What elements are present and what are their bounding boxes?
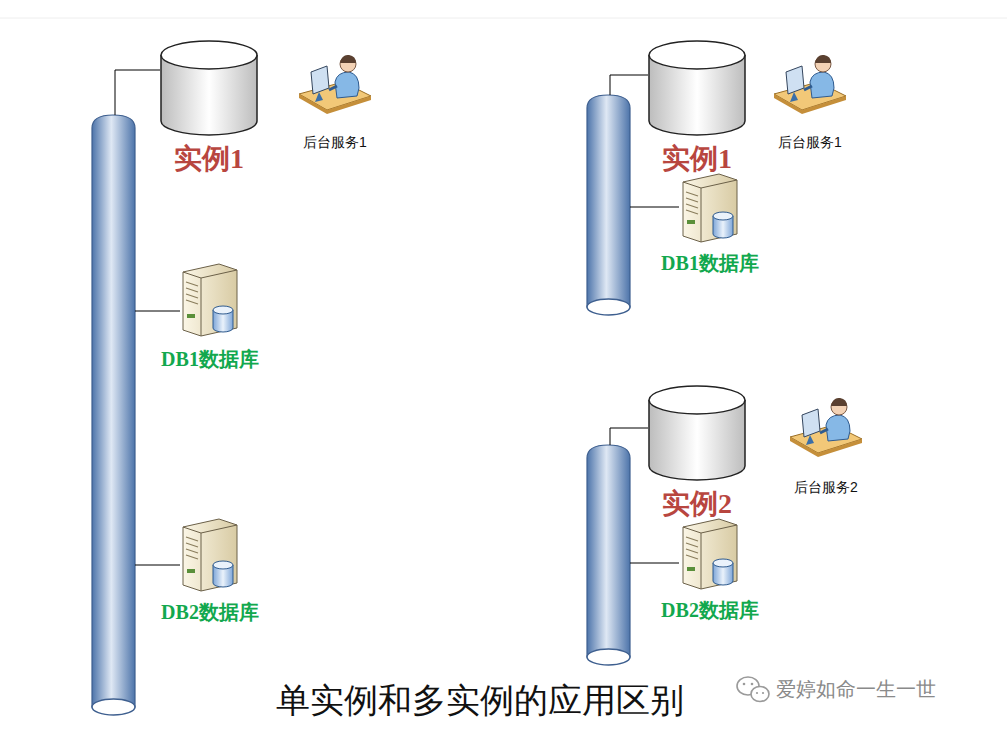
link-line	[135, 311, 180, 312]
database-label: DB1数据库	[661, 250, 759, 277]
server-icon	[179, 517, 241, 593]
top-rule	[0, 18, 1007, 19]
database-node: DB2数据库	[161, 517, 259, 626]
wechat-icon	[737, 677, 769, 702]
link-line	[610, 428, 648, 445]
instance-cylinder-icon	[159, 40, 259, 136]
service-node: 后台服务1	[297, 52, 373, 152]
instance-node: 实例1	[647, 40, 747, 178]
bus-pipe	[587, 95, 630, 315]
server-icon	[679, 517, 741, 591]
operator-icon	[297, 52, 373, 114]
watermark: 爱婷如命一生一世	[776, 676, 936, 703]
service-node: 后台服务1	[772, 52, 848, 152]
link-line	[630, 207, 679, 208]
instance-cylinder-icon	[647, 40, 747, 136]
instance-node: 实例2	[647, 385, 747, 523]
database-label: DB2数据库	[661, 597, 759, 624]
instance-label: 实例1	[662, 140, 732, 178]
link-line	[115, 70, 160, 115]
instance-cylinder-icon	[647, 385, 747, 481]
database-node: DB1数据库	[161, 262, 259, 373]
link-line	[630, 563, 679, 564]
link-line	[610, 75, 648, 95]
instance-node: 实例1	[159, 40, 259, 178]
caption: 单实例和多实例的应用区别	[276, 678, 684, 724]
database-label: DB1数据库	[161, 346, 259, 373]
bus-pipe	[92, 115, 135, 715]
link-line	[135, 565, 180, 566]
service-label: 后台服务1	[303, 134, 367, 152]
database-node: DB1数据库	[661, 172, 759, 277]
database-node: DB2数据库	[661, 517, 759, 624]
database-label: DB2数据库	[161, 599, 259, 626]
service-label: 后台服务2	[794, 479, 858, 497]
service-node: 后台服务2	[788, 395, 864, 497]
instance-label: 实例1	[174, 140, 244, 178]
service-label: 后台服务1	[778, 134, 842, 152]
server-icon	[179, 262, 241, 338]
bus-pipe	[587, 445, 630, 665]
instance-label: 实例2	[662, 485, 732, 523]
server-icon	[679, 172, 741, 244]
operator-icon	[772, 52, 848, 114]
operator-icon	[788, 395, 864, 457]
